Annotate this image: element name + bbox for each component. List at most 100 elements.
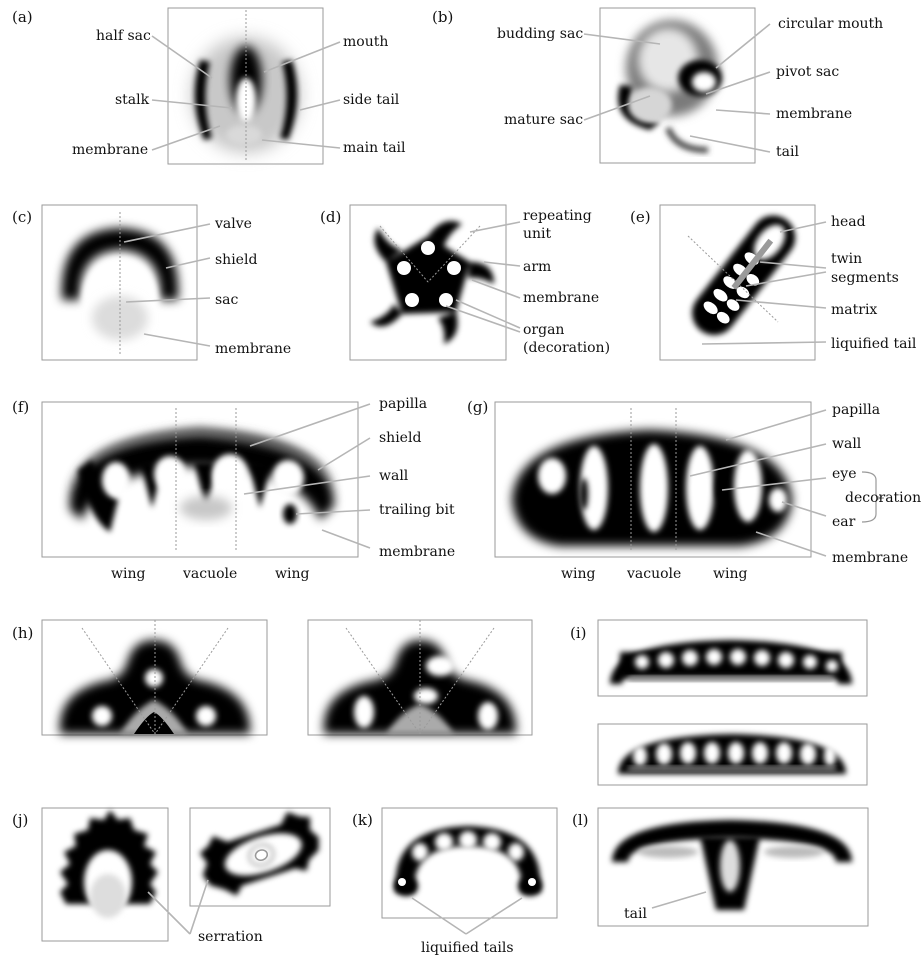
panel-tag-d: (d)	[320, 208, 341, 226]
label-membrane-a: membrane	[72, 142, 148, 158]
leader-shield-f	[318, 438, 370, 470]
label-head: head	[831, 214, 866, 230]
panel-b-creature	[618, 20, 722, 150]
panel-h: (h)	[12, 620, 532, 735]
panel-tag-h: (h)	[12, 624, 33, 642]
leader-serration-2	[190, 880, 208, 934]
leader-matrix	[736, 300, 826, 308]
panel-k-creature	[394, 826, 542, 896]
leader-membrane-c	[144, 334, 210, 346]
label-trailing-bit: trailing bit	[379, 502, 455, 518]
leader-liquified-tails-2	[466, 898, 522, 934]
label-wall-f: wall	[379, 468, 409, 484]
panel-g-creature	[512, 430, 792, 546]
label-membrane-f: membrane	[379, 544, 455, 560]
leader-papilla-f	[250, 404, 370, 446]
label-circular-mouth: circular mouth	[778, 16, 883, 32]
label-membrane-b: membrane	[776, 106, 852, 122]
panel-tag-i: (i)	[570, 624, 587, 642]
label-repeating-unit-1: repeating	[523, 208, 592, 224]
label-wing-right-f: wing	[275, 566, 309, 582]
leader-liquified-tail	[702, 342, 826, 344]
label-pivot-sac: pivot sac	[776, 64, 839, 80]
label-main-tail: main tail	[343, 140, 406, 156]
panel-tag-k: (k)	[352, 811, 373, 829]
label-budding-sac: budding sac	[497, 26, 583, 42]
panel-e: (e) head twin segments matrix liquified …	[630, 205, 917, 360]
label-vacuole-f: vacuole	[182, 566, 237, 582]
panel-k: (k) liquified tails	[352, 808, 557, 956]
label-decoration: decoration	[845, 490, 921, 506]
label-side-tail: side tail	[343, 92, 400, 108]
panel-tag-c: (c)	[12, 208, 32, 226]
leader-membrane-d	[472, 280, 520, 298]
panel-i-creature-bottom	[618, 734, 846, 774]
panel-h-creature-right	[324, 640, 516, 734]
leader-serration-1	[148, 892, 190, 934]
leader-trailing-bit	[296, 510, 370, 514]
panel-g: (g) papilla wall eye ear	[467, 398, 921, 582]
label-mature-sac: mature sac	[504, 112, 583, 128]
panel-f: (f) papilla shield wall trailing	[12, 396, 455, 582]
leader-tail-l	[652, 892, 706, 908]
panel-tag-a: (a)	[12, 8, 33, 26]
leader-membrane-g	[756, 532, 826, 556]
leader-liquified-tails-1	[412, 898, 466, 934]
panel-c: (c) valve shield sac membrane	[12, 205, 291, 360]
label-wall-g: wall	[832, 436, 862, 452]
panel-e-creature	[683, 207, 804, 344]
leader-repeating-unit	[470, 222, 520, 232]
label-vacuole-g: vacuole	[626, 566, 681, 582]
panel-d: (d) repeating unit arm membrane	[320, 205, 610, 360]
label-shield-c: shield	[215, 252, 257, 268]
label-mouth: mouth	[343, 34, 388, 50]
label-ear: ear	[832, 514, 856, 530]
leader-side-tail	[300, 100, 340, 110]
panel-l: (l) tail	[572, 808, 868, 926]
label-twin-segments-1: twin	[831, 251, 862, 267]
label-papilla-f: papilla	[379, 396, 427, 412]
panel-tag-f: (f)	[12, 398, 29, 416]
label-eye: eye	[832, 466, 856, 482]
label-tail-b: tail	[776, 144, 799, 160]
panel-d-creature	[370, 221, 494, 344]
label-sac-c: sac	[215, 292, 239, 308]
panel-l-creature	[612, 820, 852, 910]
label-wing-left-g: wing	[561, 566, 595, 582]
label-half-sac: half sac	[96, 28, 151, 44]
label-tail-l: tail	[624, 906, 647, 922]
leader-half-sac	[152, 36, 212, 78]
label-valve: valve	[214, 216, 252, 232]
label-wing-left-f: wing	[111, 566, 145, 582]
label-matrix: matrix	[831, 302, 877, 318]
label-liquified-tail: liquified tail	[831, 336, 917, 352]
label-repeating-unit-2: unit	[523, 226, 552, 242]
panel-j-creature-left	[60, 810, 158, 918]
label-liquified-tails: liquified tails	[421, 940, 514, 956]
leader-organ-1	[456, 300, 520, 328]
panel-b: (b) budding sac circular mouth pivot sac…	[432, 8, 883, 163]
panel-j-creature-right	[192, 805, 328, 904]
panel-a: (a) half sac mouth stalk side tail membr…	[12, 8, 406, 164]
label-organ-1: organ	[523, 322, 564, 338]
leader-circular-mouth	[716, 24, 770, 68]
label-serration: serration	[198, 929, 263, 945]
leader-arm	[484, 262, 520, 266]
label-arm: arm	[523, 259, 551, 275]
panel-tag-j: (j)	[12, 811, 28, 829]
label-membrane-d: membrane	[523, 290, 599, 306]
panel-i-creature-top	[610, 640, 852, 684]
panel-i: (i)	[570, 620, 867, 785]
label-stalk: stalk	[115, 92, 150, 108]
panel-tag-g: (g)	[467, 398, 488, 416]
label-wing-right-g: wing	[713, 566, 747, 582]
label-papilla-g: papilla	[832, 402, 880, 418]
panel-f-creature	[70, 428, 335, 532]
label-organ-2: (decoration)	[523, 340, 610, 356]
panel-j: (j) serration	[12, 805, 330, 945]
label-membrane-g: membrane	[832, 550, 908, 566]
label-shield-f: shield	[379, 430, 421, 446]
label-membrane-c: membrane	[215, 341, 291, 357]
panel-tag-b: (b)	[432, 8, 453, 26]
